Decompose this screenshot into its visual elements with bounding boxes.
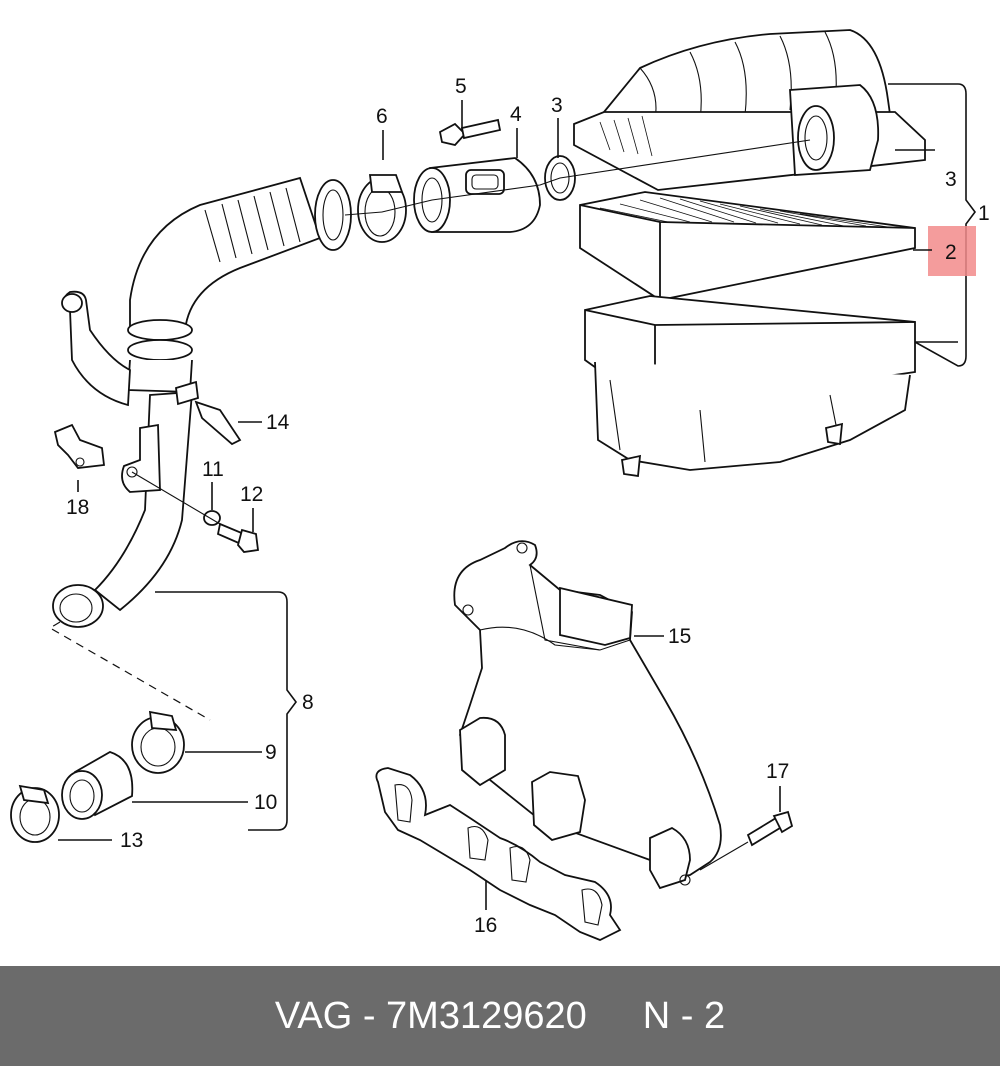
hose-clamp-13[interactable] [10,784,60,843]
callout-2: 2 [945,241,957,264]
mounting-bracket[interactable] [121,423,161,493]
callout-15: 15 [668,625,691,648]
connecting-hose-10[interactable] [61,751,134,820]
bolt-5[interactable] [438,118,502,146]
callout-12: 12 [240,483,263,506]
callout-14: 14 [266,411,290,434]
footer-bar: VAG - 7M3129620 N - 2 [0,966,1000,1066]
air-filter-housing-lower[interactable] [584,295,916,478]
strap-14[interactable] [175,380,242,446]
callout-8: 8 [302,691,314,714]
callout-18: 18 [66,496,89,519]
page-indicator: N - 2 [642,994,726,1037]
callout-9: 9 [265,741,277,764]
bolt-17[interactable] [746,810,794,847]
callout-3-seal: 3 [551,94,563,117]
bracket-18[interactable] [53,423,105,469]
manifold-gasket[interactable] [375,767,622,941]
callout-6: 6 [376,105,388,128]
bolt-12[interactable] [216,522,260,553]
callout-13: 13 [120,829,143,852]
callout-16: 16 [474,914,497,937]
air-filter-element[interactable] [579,191,916,301]
callout-1: 1 [978,202,990,225]
hose-clamp-9[interactable] [131,710,185,774]
breather-hose[interactable] [61,290,131,407]
air-mass-meter[interactable] [413,157,541,233]
intake-hose[interactable] [127,176,352,393]
manifold[interactable] [453,540,722,890]
exploded-parts-diagram: 1 2 3 3 4 5 6 8 9 10 11 12 13 14 15 16 1… [10,29,990,941]
air-filter-housing-lid[interactable] [573,29,926,191]
callout-17: 17 [766,760,789,783]
part-code: VAG - 7M3129620 [274,994,587,1037]
hose-clamp-6[interactable] [357,174,407,243]
callout-10: 10 [254,791,277,814]
callout-3-housing: 3 [945,168,957,191]
callout-5: 5 [455,75,467,98]
highlight-marker [928,226,976,276]
lower-intake-pipe[interactable] [52,391,193,628]
callout-11: 11 [202,458,224,481]
callout-4: 4 [510,103,522,126]
